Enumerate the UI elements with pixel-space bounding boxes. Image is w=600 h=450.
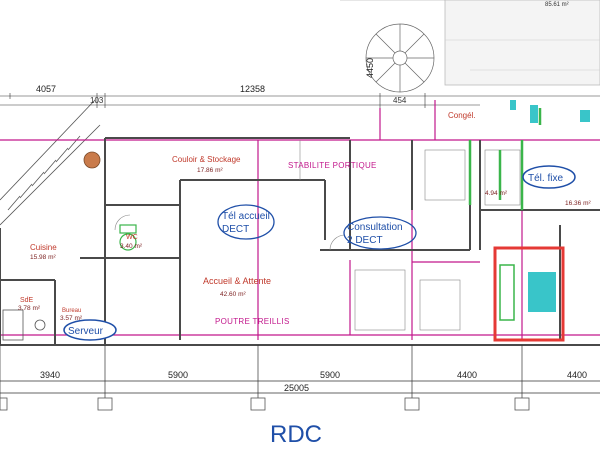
room-congel-name: Congél. xyxy=(448,111,476,120)
dim-bottom-5: 4400 xyxy=(567,370,587,380)
spiral-staircase xyxy=(365,23,435,93)
top-dimension-lines xyxy=(0,93,600,108)
room-cuisine-name: Cuisine xyxy=(30,243,57,252)
svg-text:Tél accueil: Tél accueil xyxy=(222,211,270,222)
room-cuisine-area: 15.98 m² xyxy=(30,254,56,261)
room-right-big-area: 16.36 m² xyxy=(565,200,591,207)
structural-beams xyxy=(0,100,600,340)
dim-bottom-total: 25005 xyxy=(284,383,309,393)
sanitary-fixtures xyxy=(119,224,137,251)
room-accueil-name: Accueil & Attente xyxy=(203,276,271,286)
dim-top-2: 12358 xyxy=(240,84,265,94)
callout-consultation: Consultation 2 DECT xyxy=(343,216,417,250)
dim-top-5: 4450 xyxy=(365,58,375,78)
left-diagonal-stair xyxy=(0,99,101,226)
room-couloir-name: Couloir & Stockage xyxy=(172,155,241,164)
room-accueil-area: 42.60 m² xyxy=(220,291,246,298)
technical-room xyxy=(493,246,565,342)
room-bureau-name: Bureau xyxy=(62,308,81,314)
interior-thin-lines xyxy=(114,140,521,331)
callout-tel-accueil: Tél accueil DECT xyxy=(217,204,275,240)
grid-axis-markers xyxy=(0,397,530,411)
cyan-fixtures xyxy=(510,100,590,123)
top-right-area-label: 85.61 m² xyxy=(545,2,569,8)
shower-tray xyxy=(2,309,46,341)
room-wc-name: WC xyxy=(126,234,138,241)
plan-title: RDC xyxy=(270,421,322,448)
room-sde-area: 3.78 m² xyxy=(18,305,41,312)
callout-serveur: Serveur xyxy=(63,319,117,341)
dim-top-1: 4057 xyxy=(36,84,56,94)
dim-bottom-3: 5900 xyxy=(320,370,340,380)
green-partitions xyxy=(468,108,542,210)
dim-bottom-1: 3940 xyxy=(40,370,60,380)
svg-text:Tél. fixe: Tél. fixe xyxy=(528,173,563,184)
label-stabilite-portique: STABILITE PORTIQUE xyxy=(288,161,377,170)
dim-bottom-4: 4400 xyxy=(457,370,477,380)
room-couloir-area: 17.86 m² xyxy=(197,167,223,174)
column-marker xyxy=(83,151,101,169)
room-right-small-area: 4.94 m² xyxy=(485,190,508,197)
upper-building-outline xyxy=(340,0,600,86)
callout-tel-fixe: Tél. fixe xyxy=(522,165,576,189)
room-bureau-area: 3.57 m² xyxy=(60,315,83,322)
svg-text:Serveur: Serveur xyxy=(68,326,104,337)
svg-text:DECT: DECT xyxy=(222,224,249,235)
svg-text:Consultation: Consultation xyxy=(347,222,403,233)
dim-top-4: 454 xyxy=(393,96,407,105)
dim-top-3: 103 xyxy=(90,96,104,105)
svg-text:2 DECT: 2 DECT xyxy=(347,235,383,246)
bottom-dimension-lines xyxy=(0,340,600,410)
room-sde-name: SdE xyxy=(20,297,34,304)
room-wc-area: 3.40 m² xyxy=(120,243,143,250)
label-poutre-treillis: POUTRE TREILLIS xyxy=(215,317,290,326)
walls xyxy=(0,137,600,346)
dim-bottom-2: 5900 xyxy=(168,370,188,380)
